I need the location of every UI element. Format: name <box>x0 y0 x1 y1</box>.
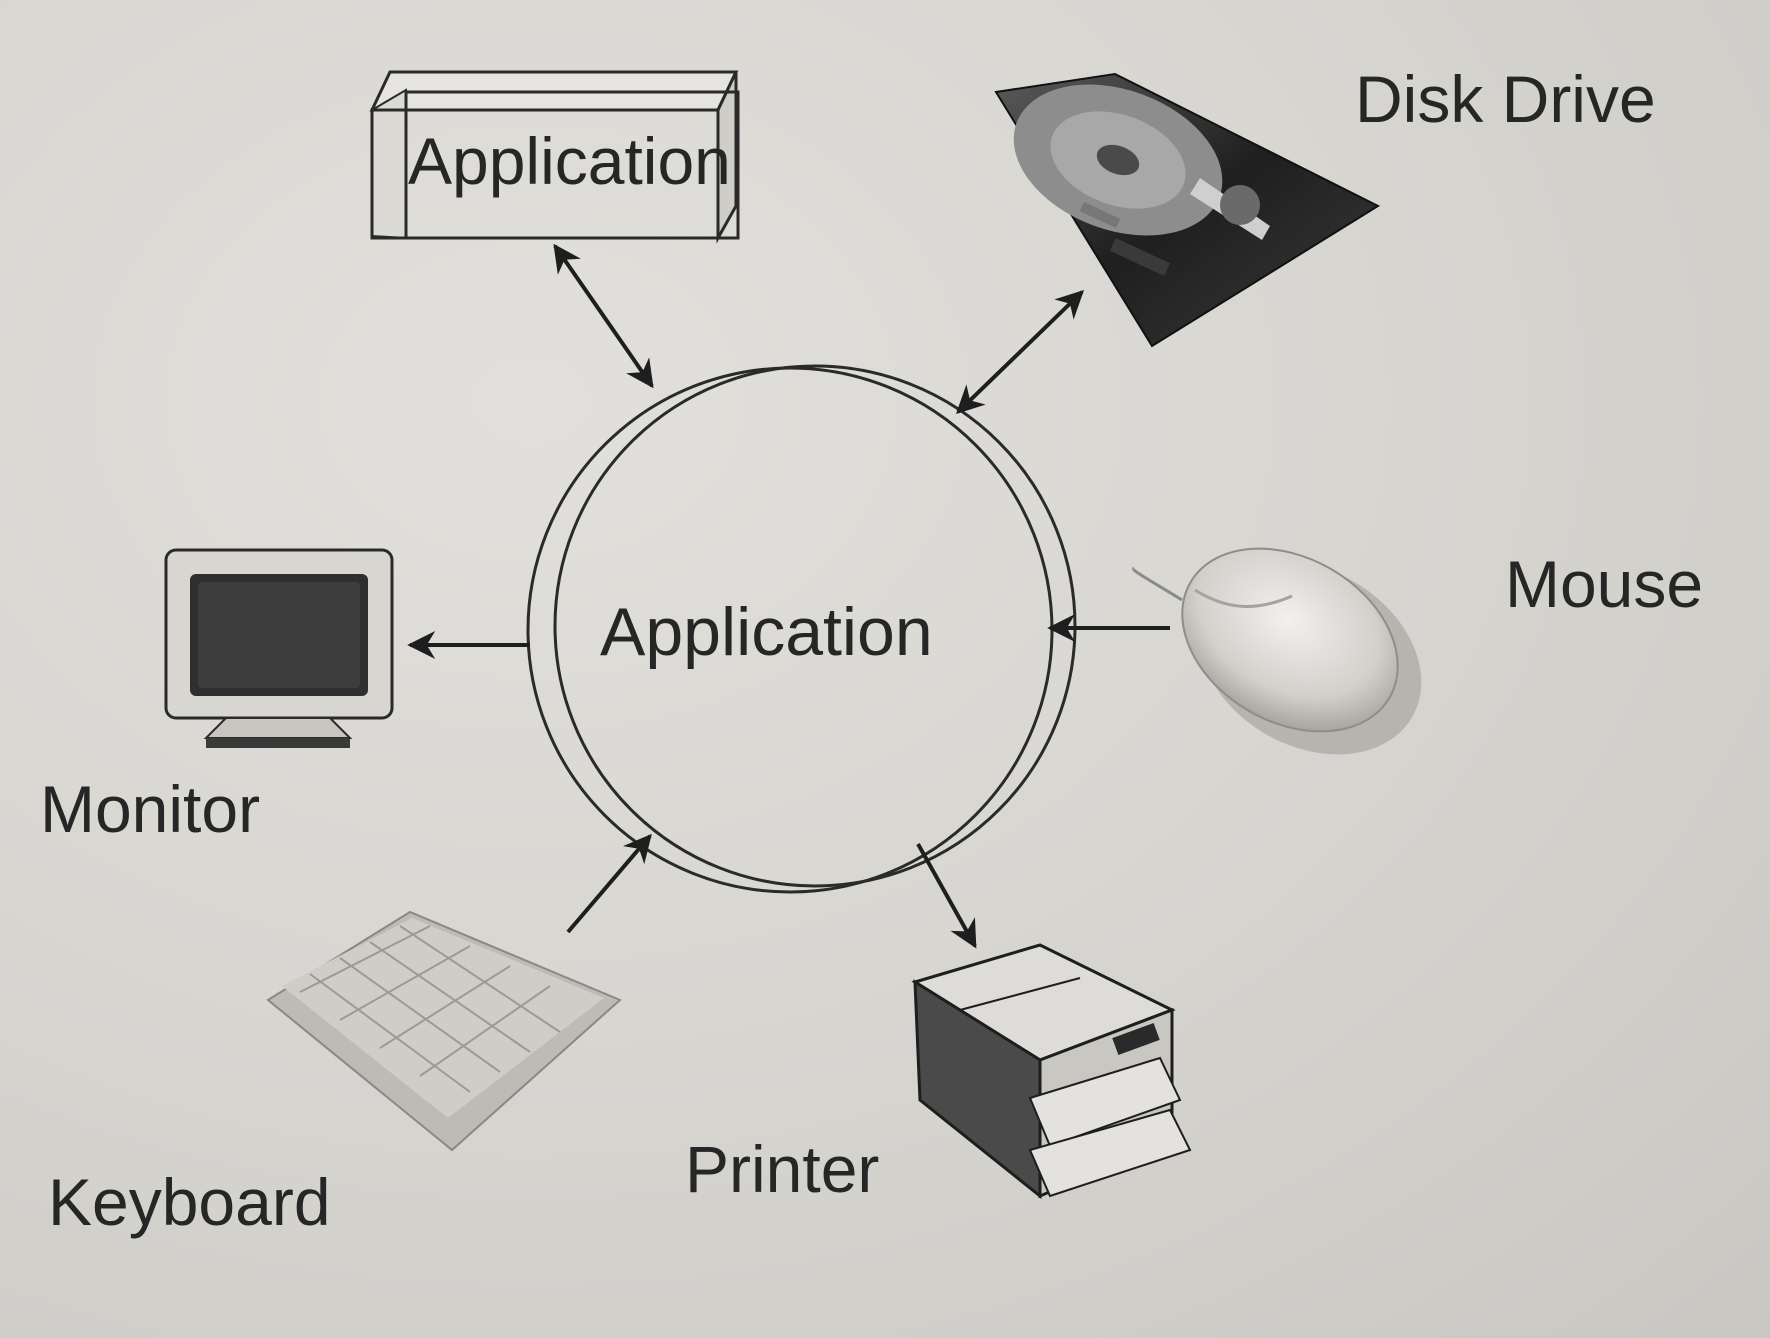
keyboard-label: Keyboard <box>48 1165 331 1239</box>
arrow-circle-printer <box>916 843 977 949</box>
crt-monitor-icon <box>164 548 394 748</box>
arrow-disk-circle <box>955 290 1085 414</box>
central-application-circle: Application <box>526 364 1077 894</box>
arrow-keyboard-circle <box>566 833 652 934</box>
printer-label: Printer <box>685 1132 879 1206</box>
hard-disk-drive-icon <box>994 72 1381 348</box>
monitor-label: Monitor <box>40 772 260 846</box>
central-application-label: Application <box>600 594 933 670</box>
arrow-box-circle <box>553 243 654 389</box>
mouse-label: Mouse <box>1505 547 1703 621</box>
laser-printer-icon <box>911 943 1192 1200</box>
mouse-icon <box>1132 547 1422 755</box>
disk-drive-label: Disk Drive <box>1355 62 1656 136</box>
keyboard-icon <box>266 910 622 1152</box>
application-box: Application <box>369 70 740 244</box>
application-box-label: Application <box>408 124 731 198</box>
connector-arrows <box>407 243 1170 949</box>
